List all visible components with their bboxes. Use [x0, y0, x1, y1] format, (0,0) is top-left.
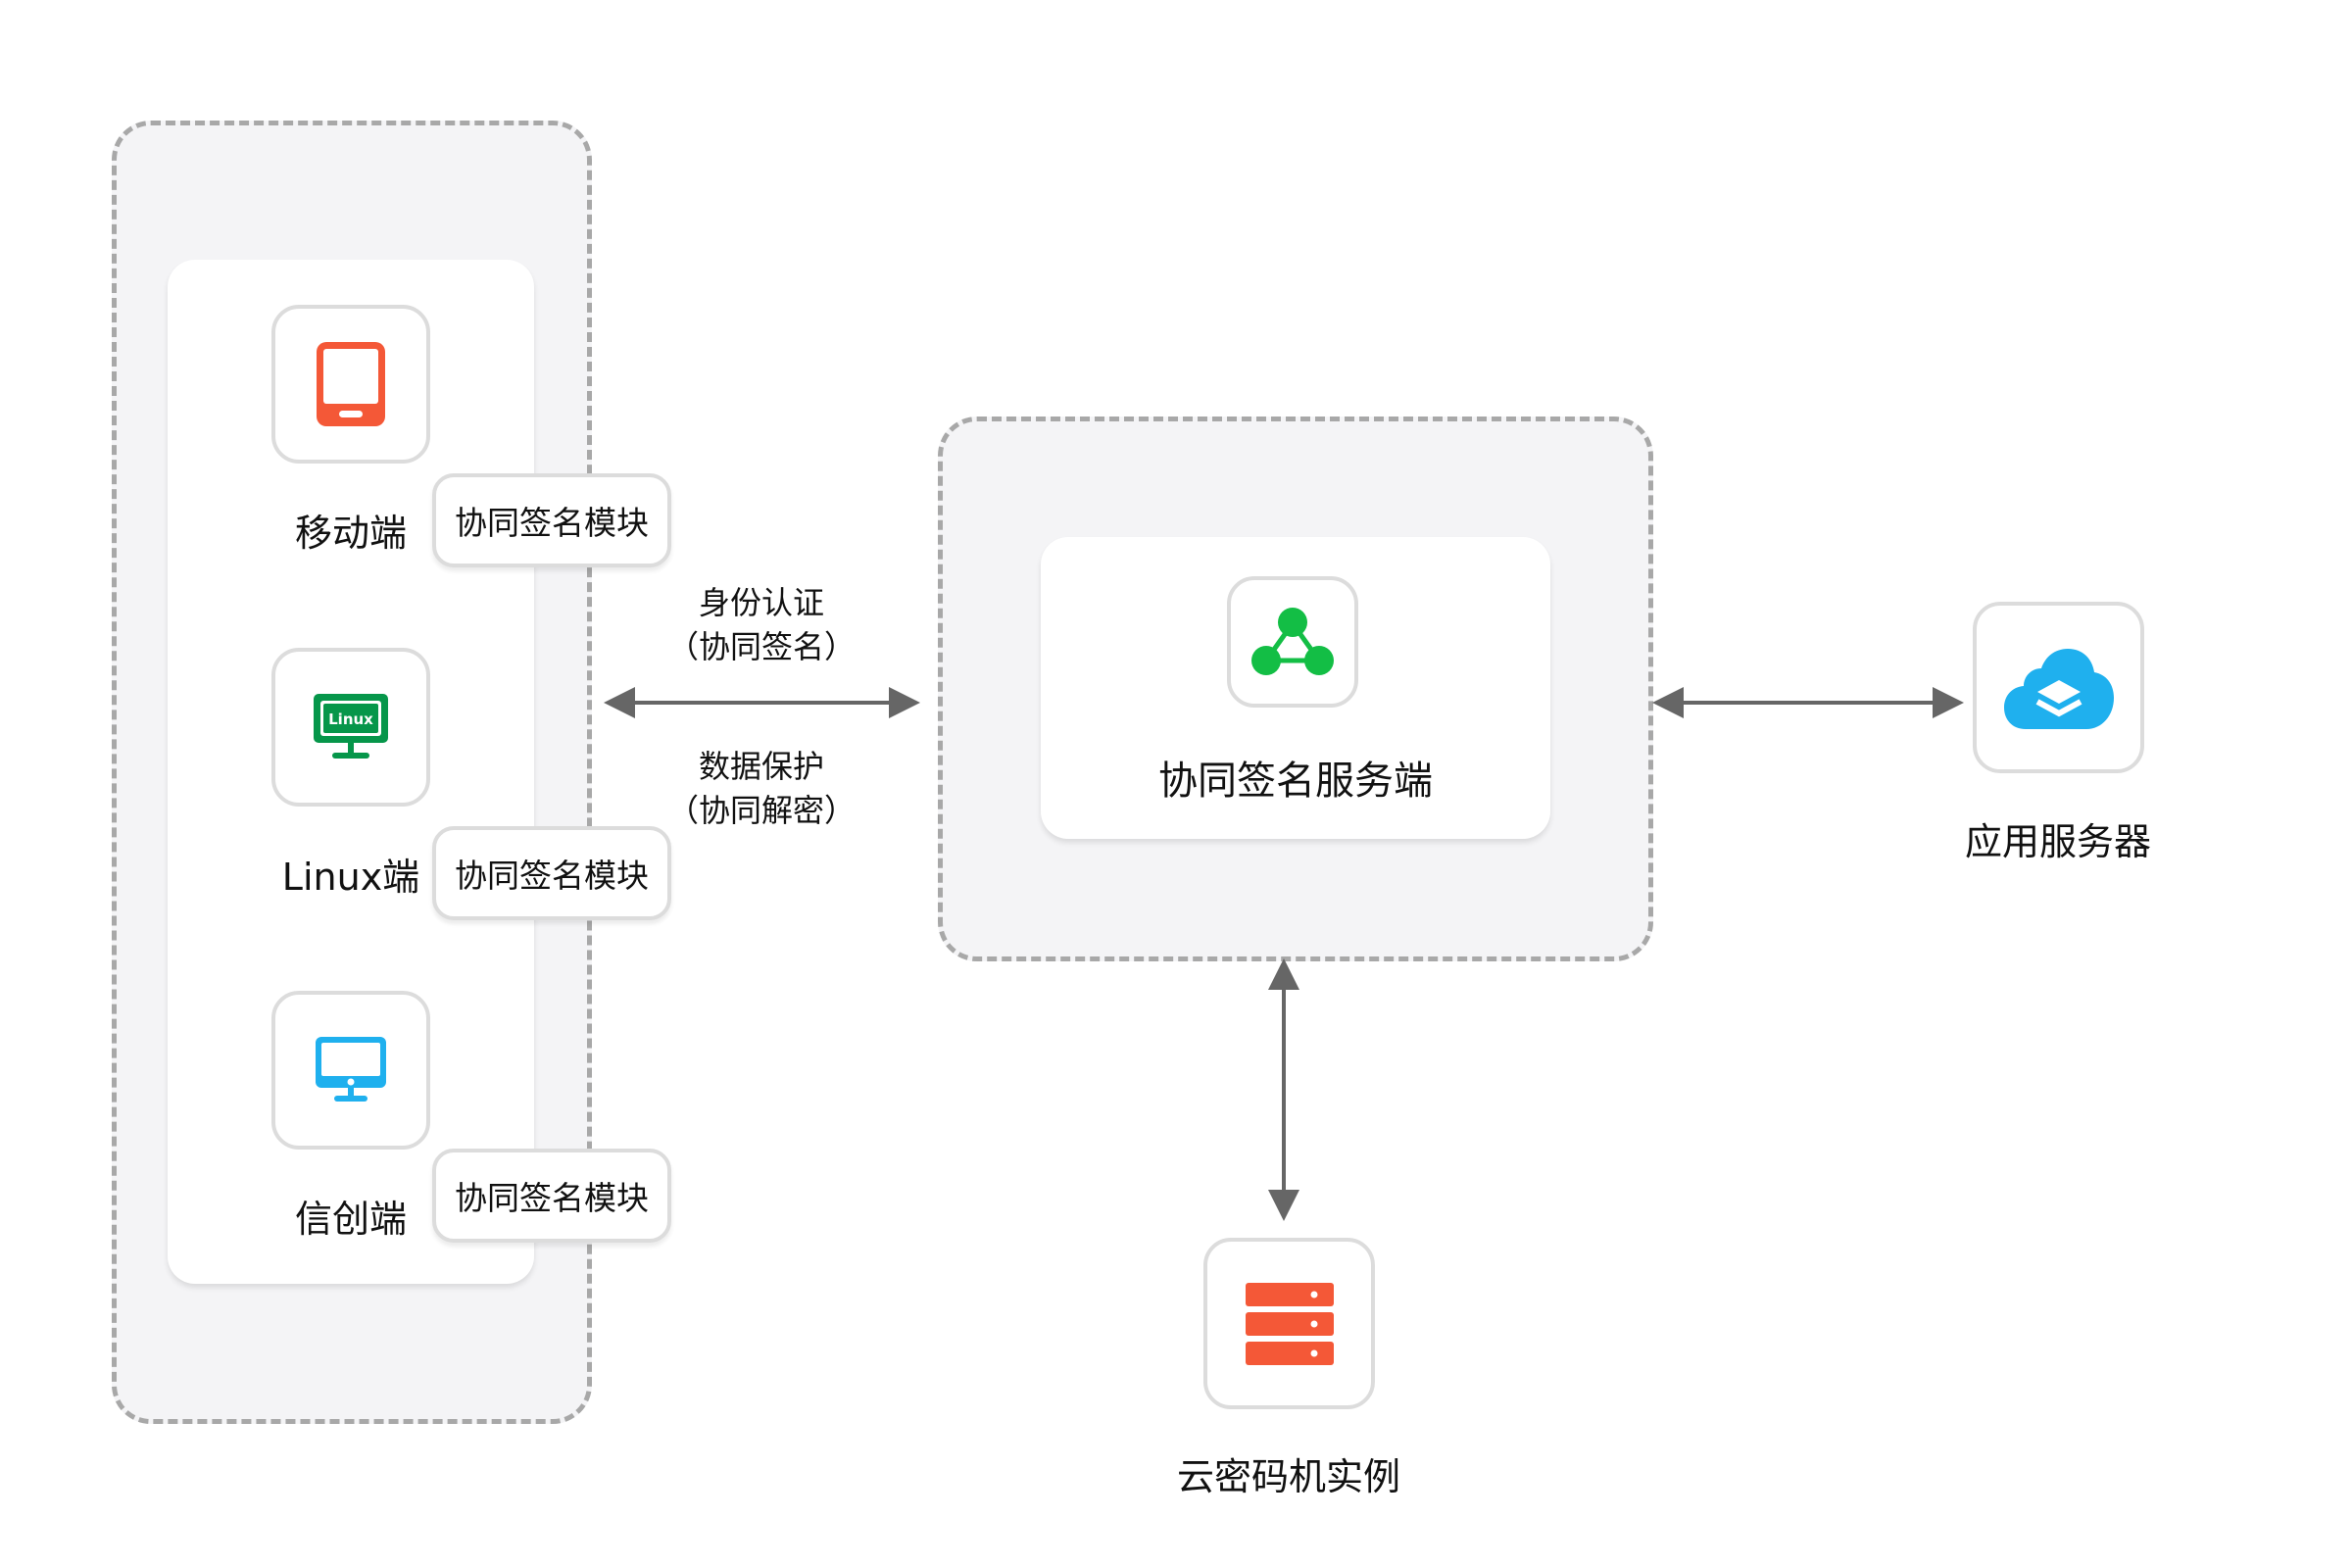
auth-edge-label: 身份认证 （协同签名）	[644, 581, 879, 669]
xinchuang-client-label: 信创端	[294, 1198, 407, 1241]
mobile-client-tile[interactable]	[271, 305, 430, 464]
server-rack-icon	[1245, 1282, 1334, 1365]
mobile-signature-module[interactable]: 协同签名模块	[432, 473, 671, 567]
xinchuang-client-tile[interactable]	[271, 991, 430, 1150]
linux-client-label: Linux端	[281, 856, 420, 899]
mobile-client-label: 移动端	[294, 512, 407, 555]
cloud-layers-icon	[2003, 648, 2114, 729]
data-protection-edge-label: 数据保护 （协同解密）	[644, 745, 879, 833]
data-protection-edge-label-line1: 数据保护	[698, 748, 824, 785]
server-icon-tile[interactable]	[1227, 576, 1358, 708]
network-nodes-icon	[1251, 608, 1334, 675]
data-protection-edge-label-line2: （协同解密）	[666, 792, 856, 829]
linux-signature-module[interactable]: 协同签名模块	[432, 826, 671, 920]
linux-monitor-icon: Linux	[314, 694, 388, 759]
linux-icon-text: Linux	[328, 710, 373, 728]
auth-edge-label-line2: （协同签名）	[666, 628, 856, 665]
app-server-tile[interactable]	[1973, 602, 2144, 773]
auth-edge-label-line1: 身份认证	[698, 584, 824, 621]
app-server-label: 应用服务器	[1964, 820, 2151, 863]
tablet-icon	[317, 342, 385, 426]
server-label: 协同签名服务端	[1158, 759, 1433, 804]
monitor-icon	[316, 1037, 386, 1102]
linux-client-tile[interactable]: Linux	[271, 648, 430, 807]
hsm-tile[interactable]	[1203, 1238, 1375, 1409]
xinchuang-signature-module[interactable]: 协同签名模块	[432, 1149, 671, 1243]
hsm-label: 云密码机实例	[1176, 1455, 1400, 1498]
